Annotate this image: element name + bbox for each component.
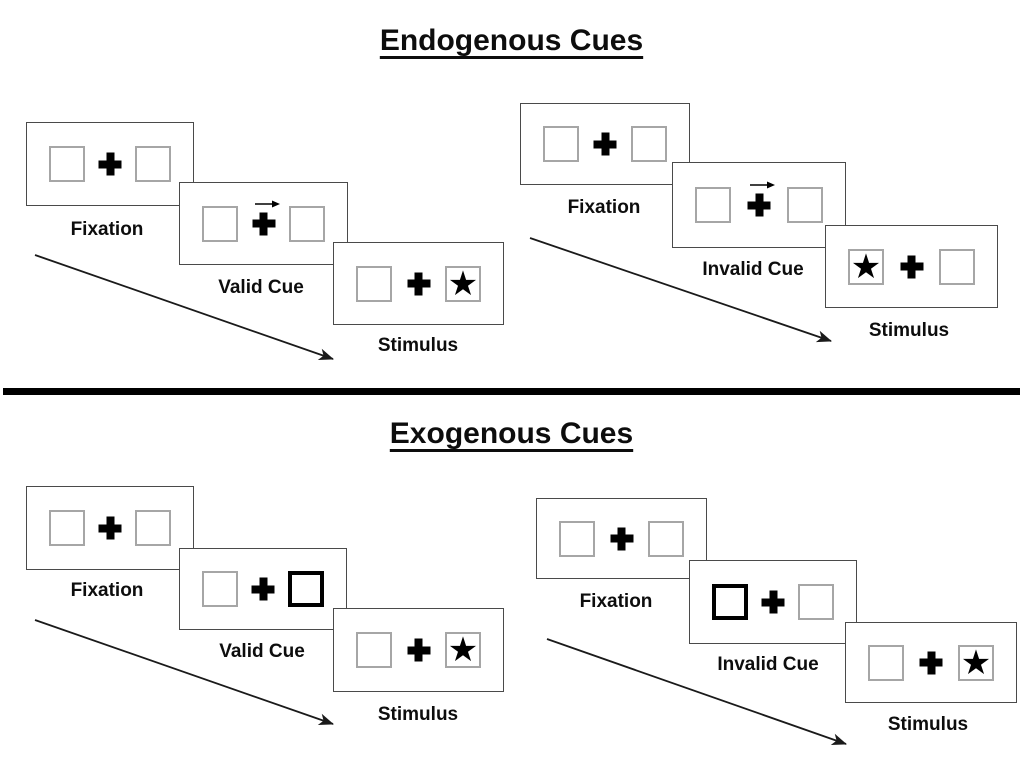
panel-label: Invalid Cue (717, 654, 819, 675)
fixation-cross-icon (761, 590, 785, 614)
star-stimulus-icon: ★ (447, 264, 479, 303)
panel-label: Fixation (70, 580, 144, 601)
left-box (356, 632, 392, 668)
right-box: ★ (958, 643, 994, 682)
left-box (559, 520, 595, 557)
right-box (135, 510, 171, 546)
right-box (939, 248, 975, 285)
right-box (631, 126, 667, 162)
fixation-cross-icon (610, 527, 633, 550)
panel-exogenous-valid-stimulus: ★ (333, 608, 504, 692)
right-box: ★ (445, 264, 481, 303)
fixation-cross-icon (919, 651, 943, 674)
panel-exogenous-invalid-stimulus: ★ (845, 622, 1017, 703)
panel-exogenous-invalid-fixation (536, 498, 707, 579)
cue-right-arrow-icon (750, 181, 775, 189)
panel-endogenous-invalid-fixation (520, 103, 690, 185)
panel-exogenous-valid-fixation (26, 486, 194, 570)
cue-box-bold-outline (712, 584, 748, 620)
panel-label: Valid Cue (218, 277, 304, 298)
panel-exogenous-invalid-cue (689, 560, 857, 644)
left-box (202, 205, 238, 242)
panel-label: Invalid Cue (702, 259, 804, 280)
cue-right-arrow-icon (254, 200, 280, 207)
panel-endogenous-valid-stimulus: ★ (333, 242, 504, 325)
fixation-cross-icon (252, 212, 275, 235)
panel-label: Valid Cue (219, 641, 305, 662)
fixation-cross-icon (407, 638, 430, 662)
fixation-cross-icon (747, 193, 771, 217)
section-title-endogenous: Endogenous Cues (379, 24, 644, 57)
fixation-cross-icon (407, 272, 430, 295)
star-stimulus-icon: ★ (960, 643, 992, 682)
timeline-arrow-endogenous-valid (34, 254, 334, 361)
fixation-cross-icon (900, 255, 923, 278)
right-box (648, 520, 684, 557)
panel-label: Fixation (70, 219, 144, 240)
right-box: ★ (445, 632, 481, 668)
left-box (695, 187, 731, 223)
left-box (49, 146, 85, 182)
timeline-arrow-exogenous-valid (34, 619, 334, 726)
panel-label: Fixation (567, 197, 641, 218)
fixation-cross-icon (593, 132, 617, 156)
panel-endogenous-valid-fixation (26, 122, 194, 206)
panel-label: Fixation (579, 591, 653, 612)
right-box (787, 187, 823, 223)
left-box (202, 571, 238, 607)
right-box (798, 584, 834, 620)
fixation-cross-icon (251, 577, 275, 601)
panel-endogenous-invalid-stimulus: ★ (825, 225, 998, 308)
panel-exogenous-valid-cue (179, 548, 347, 630)
fixation-cross-icon (98, 516, 122, 540)
right-box (135, 146, 171, 182)
panel-label: Stimulus (887, 714, 969, 735)
panel-endogenous-invalid-cue (672, 162, 846, 248)
left-box (49, 510, 85, 546)
left-box (868, 644, 904, 681)
right-box (289, 205, 325, 242)
star-stimulus-icon: ★ (447, 631, 479, 669)
left-box: ★ (848, 247, 884, 286)
panel-label: Stimulus (868, 320, 950, 341)
timeline-arrow-endogenous-invalid (529, 237, 832, 343)
left-box (356, 265, 392, 302)
cue-box-bold-outline (288, 571, 324, 607)
section-divider (3, 388, 1020, 395)
panel-endogenous-valid-cue (179, 182, 348, 265)
star-stimulus-icon: ★ (850, 247, 882, 286)
left-box (543, 126, 579, 162)
panel-label: Stimulus (377, 704, 459, 725)
fixation-cross-icon (98, 152, 122, 176)
panel-label: Stimulus (377, 335, 459, 356)
section-title-exogenous: Exogenous Cues (389, 417, 634, 450)
